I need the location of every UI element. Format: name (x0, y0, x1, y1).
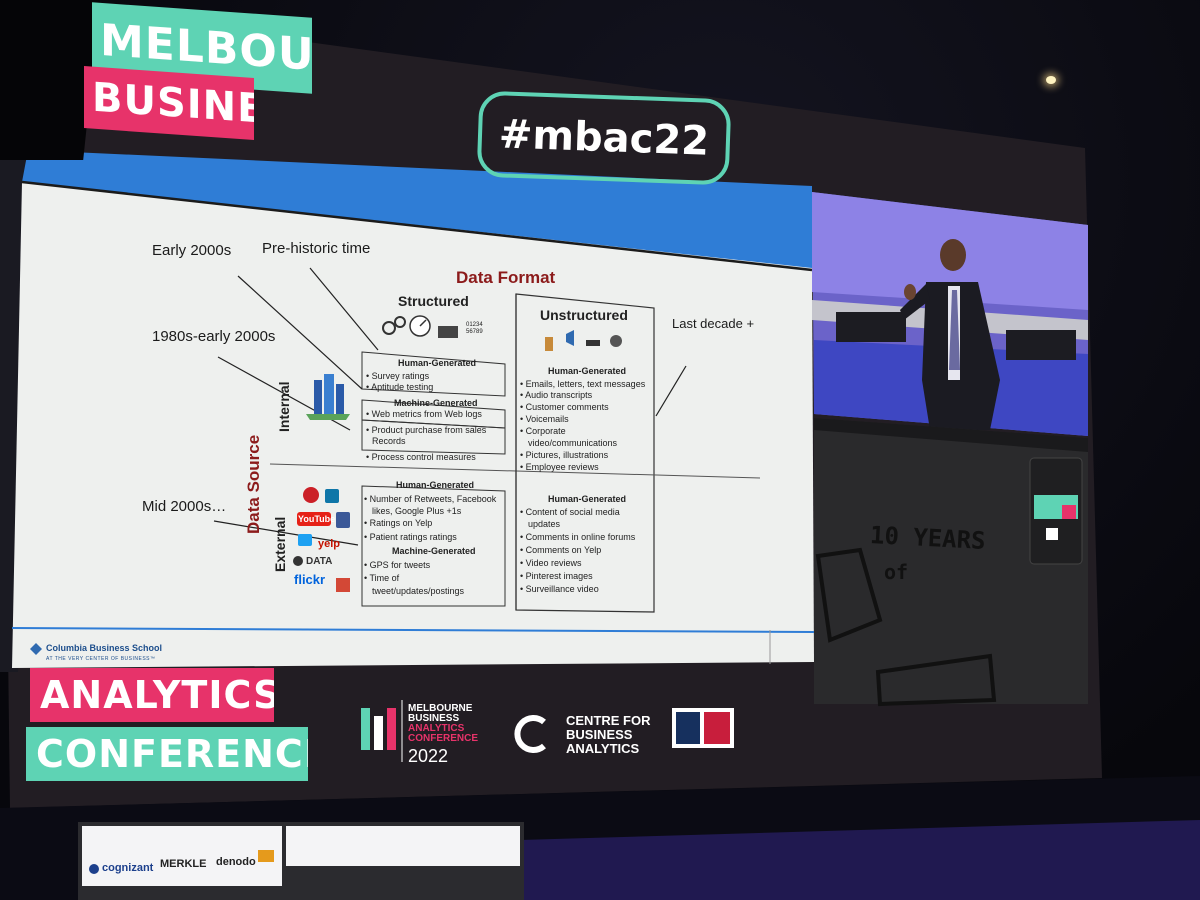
unstructured-icons (545, 330, 622, 351)
sketch-text-of: of (884, 560, 909, 584)
mbac-logo-line4: CONFERENCE (408, 733, 479, 744)
building-icon (306, 374, 350, 420)
mbac-logo-line1: MELBOURNE (408, 703, 473, 714)
cba-logo-line2: BUSINESS (566, 727, 633, 742)
hashtag-badge: #mbac22 (476, 90, 732, 186)
structured-icons (382, 315, 458, 338)
melbourne-uni-logo (672, 708, 734, 748)
presenter (900, 239, 1000, 430)
cba-logo-line3: ANALYTICS (566, 741, 640, 756)
slide-header-band (22, 150, 812, 270)
cba-logo-line1: CENTRE FOR (566, 713, 651, 728)
mbac-logo-line3: ANALYTICS (408, 723, 465, 734)
sponsor-merkle: MERKLE (160, 858, 207, 870)
social-logos (293, 487, 350, 592)
conference-banner: CONFERENCE (26, 727, 308, 781)
mbac-logo-line2: BUSINESS (408, 713, 460, 724)
drawing-panel (814, 418, 1088, 704)
sketch-text-10-years: 10 YEARS (869, 520, 987, 556)
mbac-logo-mark (361, 700, 403, 762)
business-brand-tag: BUSINESS (84, 66, 254, 140)
sponsor-denodo: denodo (216, 856, 256, 868)
columbia-logo (30, 643, 42, 655)
analytics-banner: ANALYTICS (30, 668, 274, 722)
ceiling-light (1046, 76, 1056, 84)
sponsor-cognizant: cognizant (102, 862, 154, 874)
mbac-logo-year: 2022 (408, 746, 449, 766)
cba-logo-mark (514, 715, 546, 753)
